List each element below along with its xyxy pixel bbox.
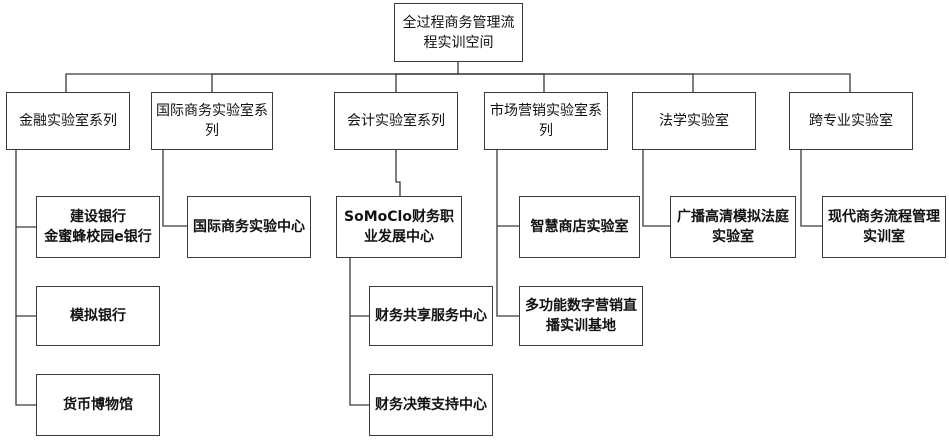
category-law: 法学实验室 (632, 92, 756, 150)
lab-ccb-bank: 建设银行 金蜜蜂校园e银行 (36, 196, 160, 258)
lab-business-process-room-label: 现代商务流程管理实训室 (828, 209, 940, 245)
category-marketing-label: 市场营销实验室系列 (490, 103, 602, 139)
lab-shared-services-center-label: 财务共享服务中心 (375, 308, 487, 324)
lab-currency-museum-label: 货币博物馆 (63, 397, 133, 413)
lab-smart-store-label: 智慧商店实验室 (530, 219, 629, 235)
category-marketing: 市场营销实验室系列 (484, 92, 608, 150)
category-law-label: 法学实验室 (659, 113, 729, 129)
lab-shared-services-center: 财务共享服务中心 (369, 286, 493, 346)
category-accounting-label: 会计实验室系列 (347, 113, 445, 129)
category-finance: 金融实验室系列 (6, 92, 130, 150)
root-node: 全过程商务管理流程实训空间 (394, 3, 523, 62)
lab-digital-marketing-base-label: 多功能数字营销直播实训基地 (525, 298, 637, 334)
lab-decision-support-center-label: 财务决策支持中心 (375, 397, 487, 413)
category-international-business-label: 国际商务实验室系列 (156, 103, 268, 139)
lab-international-business-center-label: 国际商务实验中心 (193, 219, 305, 235)
lab-simulated-bank-label: 模拟银行 (70, 308, 126, 324)
lab-currency-museum: 货币博物馆 (36, 374, 160, 436)
lab-decision-support-center: 财务决策支持中心 (369, 374, 493, 436)
category-cross-discipline: 跨专业实验室 (789, 92, 913, 150)
lab-simulated-bank: 模拟银行 (36, 286, 160, 346)
lab-digital-marketing-base: 多功能数字营销直播实训基地 (519, 286, 643, 346)
lab-moot-court: 广播高清模拟法庭实验室 (670, 196, 796, 258)
category-international-business: 国际商务实验室系列 (151, 92, 273, 150)
root-label: 全过程商务管理流程实训空间 (402, 14, 515, 51)
lab-somoclo-finance-center: SoMoClo财务职业发展中心 (336, 196, 462, 258)
lab-somoclo-finance-center-label: SoMoClo财务职业发展中心 (344, 209, 454, 245)
category-finance-label: 金融实验室系列 (19, 113, 117, 129)
lab-ccb-bank-label: 建设银行 金蜜蜂校园e银行 (44, 209, 152, 245)
lab-moot-court-label: 广播高清模拟法庭实验室 (677, 209, 789, 245)
lab-smart-store: 智慧商店实验室 (519, 196, 640, 258)
category-accounting: 会计实验室系列 (334, 92, 458, 150)
category-cross-discipline-label: 跨专业实验室 (809, 113, 893, 129)
lab-international-business-center: 国际商务实验中心 (187, 196, 311, 258)
lab-business-process-room: 现代商务流程管理实训室 (822, 196, 946, 258)
